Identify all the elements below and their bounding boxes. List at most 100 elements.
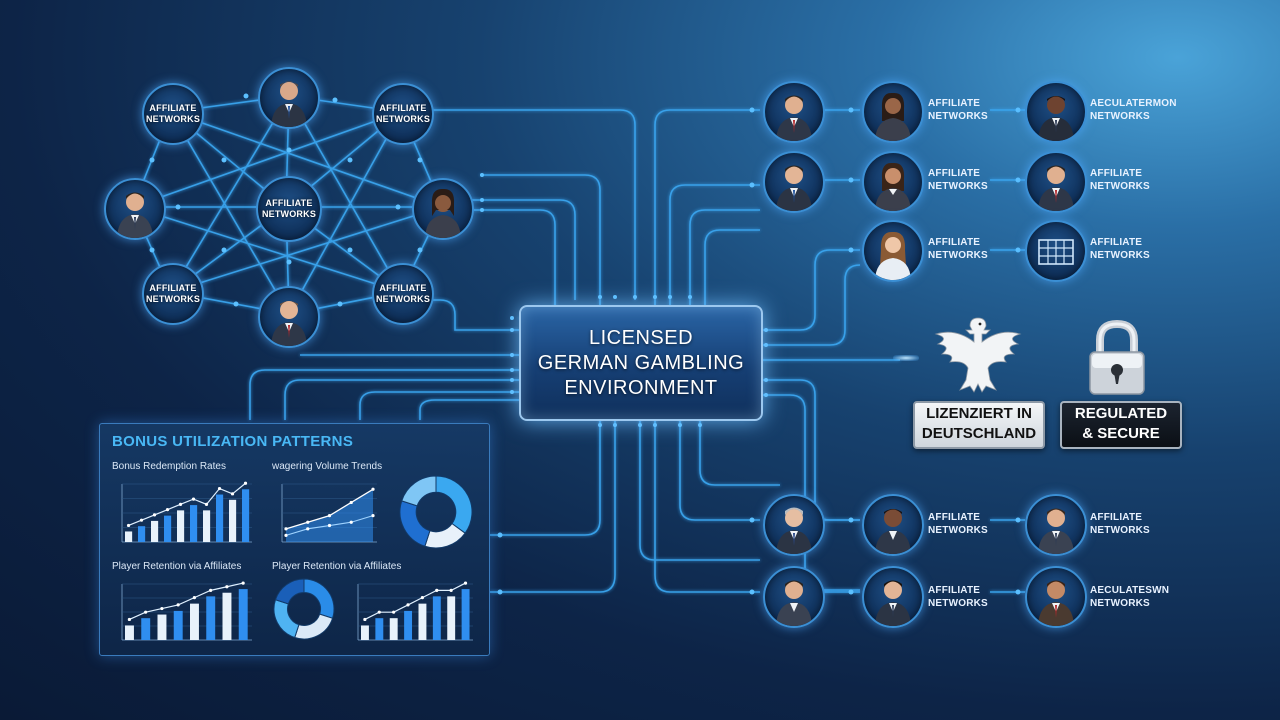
trend-line (364, 582, 466, 620)
trend-point (127, 617, 131, 622)
person-icon (1038, 165, 1074, 211)
trend-point (160, 606, 164, 611)
person-icon (875, 580, 911, 626)
bar (141, 618, 151, 640)
person-icon (875, 231, 911, 280)
person-icon (776, 165, 812, 211)
donut-chart-1 (399, 475, 473, 549)
trend-point (435, 588, 439, 592)
licensed-environment-box[interactable]: LICENSED GERMAN GAMBLING ENVIRONMENT (519, 305, 763, 421)
wagering-line-chart (281, 483, 377, 543)
building-icon (1038, 239, 1074, 265)
person-avatar-r3a[interactable] (763, 494, 825, 556)
bar (432, 596, 441, 640)
line-point (371, 487, 375, 491)
trend-point (225, 585, 229, 589)
donut-slice (399, 500, 431, 547)
person-avatar-left[interactable] (104, 178, 166, 240)
trend-point (377, 610, 381, 614)
person-avatar-r0c[interactable] (1025, 81, 1087, 143)
line-point (284, 533, 288, 538)
building-node[interactable] (1025, 220, 1087, 282)
bar (190, 603, 199, 640)
redemption-chart-title: Bonus Redemption Rates (112, 461, 226, 472)
redemption-bar-chart (121, 481, 252, 543)
regulated-secure-badge: REGULATED& SECURE (1060, 401, 1182, 449)
bar (125, 625, 134, 640)
person-icon (1038, 96, 1074, 141)
retention2-chart-title: Player Retention via Affiliates (272, 561, 402, 572)
trend-point (209, 588, 213, 592)
bar (216, 494, 224, 542)
person-avatar-bottom[interactable] (258, 286, 320, 348)
lock-icon (1089, 319, 1145, 395)
bar (229, 499, 237, 542)
bar (361, 625, 369, 640)
person-icon (776, 507, 812, 554)
bar (461, 589, 470, 640)
person-avatar-r1c[interactable] (1025, 151, 1087, 213)
trend-point (449, 588, 453, 592)
donut-slice (401, 475, 437, 507)
trend-point (191, 497, 196, 501)
person-avatar-r3c[interactable] (1025, 494, 1087, 556)
trend-point (176, 603, 180, 607)
person-avatar-r4c[interactable] (1025, 566, 1087, 628)
donut-slice (303, 578, 335, 619)
donut-slice (273, 599, 300, 639)
bar (138, 526, 146, 542)
trend-point (139, 518, 144, 522)
person-avatar-r0a[interactable] (763, 81, 825, 143)
person-icon (875, 162, 911, 211)
person-icon (1038, 508, 1074, 554)
donut-chart-2 (273, 578, 335, 640)
person-avatar-r0b[interactable] (862, 81, 924, 143)
trend-line (129, 582, 244, 621)
person-avatar-r4b[interactable] (862, 566, 924, 628)
bar (157, 614, 167, 640)
trend-point (144, 610, 148, 614)
glow-dot (893, 355, 919, 361)
person-avatar-top[interactable] (258, 67, 320, 129)
donut-slice (274, 578, 305, 605)
person-avatar-r1b[interactable] (862, 151, 924, 213)
person-avatar-r2b[interactable] (862, 220, 924, 282)
person-icon (271, 301, 307, 346)
line-point (306, 527, 310, 531)
person-icon (117, 192, 153, 238)
bonus-dashboard-panel[interactable]: BONUS UTILIZATION PATTERNS Bonus Redempt… (99, 423, 490, 656)
trend-point (217, 486, 222, 491)
bar (447, 596, 456, 640)
trend-point (230, 492, 235, 496)
retention2-bar-chart (357, 581, 473, 641)
line-point (306, 520, 310, 524)
retention-bar-chart (121, 581, 252, 641)
bar (238, 589, 248, 640)
bar (151, 520, 159, 542)
line-point (371, 514, 375, 518)
bar (418, 603, 427, 640)
person-avatar-r1a[interactable] (763, 151, 825, 213)
person-avatar-r3b[interactable] (862, 494, 924, 556)
person-avatar-right[interactable] (412, 178, 474, 240)
bar (190, 505, 198, 542)
person-avatar-r4a[interactable] (763, 566, 825, 628)
